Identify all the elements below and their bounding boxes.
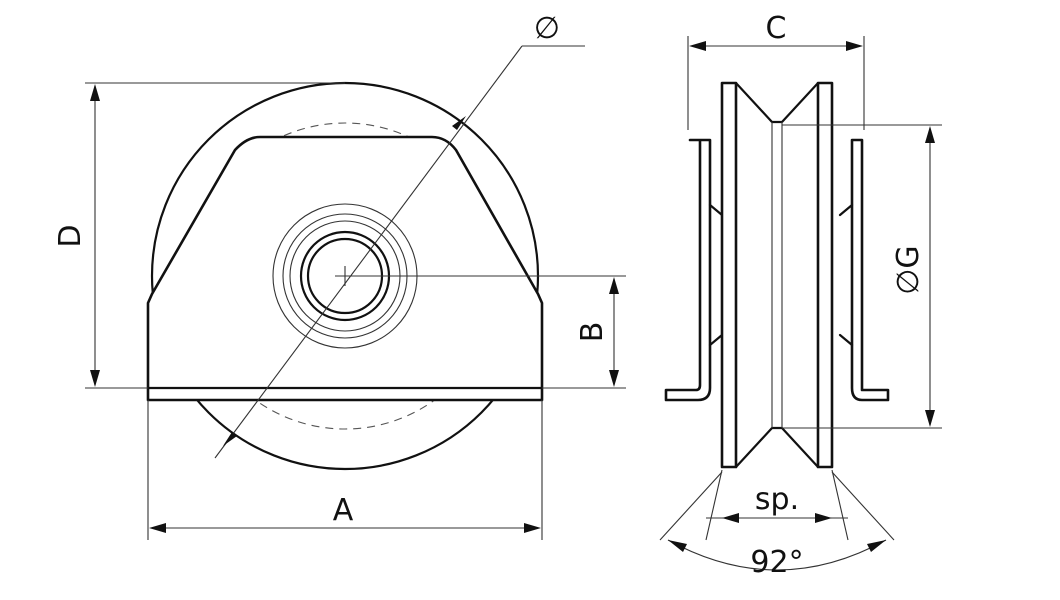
angle-extension-right: [831, 471, 895, 541]
sp-label: sp.: [755, 482, 799, 517]
sp-extension-right: [831, 469, 849, 541]
g-label: ∅G: [891, 245, 926, 294]
angle-label: 92°: [750, 545, 803, 580]
wheel-left-flange: [720, 81, 738, 469]
wheel-v-groove: [734, 81, 820, 469]
diameter-arrow-top: [452, 116, 466, 130]
a-arrow-left: [149, 523, 166, 533]
c-arrow-left: [689, 41, 706, 51]
b-label: B: [575, 322, 610, 343]
front-view: ∅ D B A: [53, 11, 626, 540]
angle-arrow-right: [867, 540, 886, 552]
right-hub-boss: [838, 203, 854, 347]
side-view: C ∅G sp. 92°: [659, 11, 942, 580]
left-hub-boss: [708, 203, 724, 347]
a-arrow-right: [524, 523, 541, 533]
c-arrow-right: [846, 41, 863, 51]
diameter-arrow-bottom: [223, 432, 237, 446]
b-arrow-bottom: [609, 370, 619, 387]
diameter-leader: [214, 45, 523, 459]
g-arrow-top: [925, 126, 935, 143]
right-bracket: [850, 138, 890, 402]
d-label: D: [53, 224, 88, 247]
c-label: C: [766, 11, 787, 46]
angle-arc: [667, 539, 887, 571]
sp-arrow-right: [815, 513, 832, 523]
sp-arrow-left: [722, 513, 739, 523]
a-label: A: [333, 493, 354, 528]
angle-arrow-left: [668, 540, 687, 552]
diameter-symbol-label: ∅: [534, 11, 560, 46]
angle-extension-left: [659, 471, 723, 541]
sp-extension-left: [705, 469, 723, 541]
d-arrow-top: [90, 84, 100, 101]
wheel-right-flange: [816, 81, 834, 469]
d-arrow-bottom: [90, 370, 100, 387]
b-arrow-top: [609, 277, 619, 294]
left-bracket: [664, 138, 712, 402]
g-arrow-bottom: [925, 410, 935, 427]
